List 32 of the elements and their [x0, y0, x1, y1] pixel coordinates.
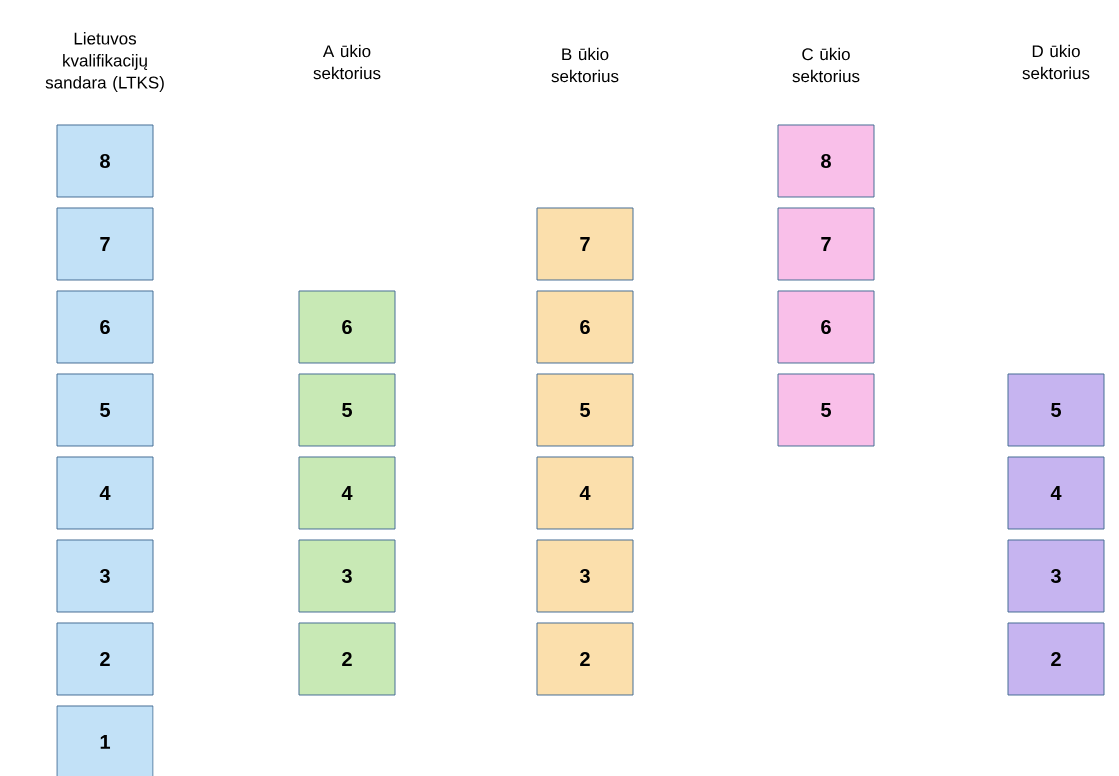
level-box: 5 [777, 373, 875, 447]
level-box: 7 [536, 207, 634, 281]
level-box: 5 [1007, 373, 1105, 447]
level-box: 6 [298, 290, 396, 364]
level-box: 6 [56, 290, 154, 364]
level-box: 8 [777, 124, 875, 198]
level-box: 6 [536, 290, 634, 364]
level-box: 6 [777, 290, 875, 364]
level-box: 1 [56, 705, 154, 776]
column-heading: A ūkio sektorius [313, 44, 381, 80]
level-box: 2 [1007, 622, 1105, 696]
level-box: 2 [536, 622, 634, 696]
level-box: 5 [56, 373, 154, 447]
level-box: 2 [298, 622, 396, 696]
level-box: 8 [56, 124, 154, 198]
level-box: 3 [536, 539, 634, 613]
level-box: 7 [777, 207, 875, 281]
level-box: 5 [536, 373, 634, 447]
column-heading: B ūkio sektorius [551, 47, 619, 83]
level-box: 3 [56, 539, 154, 613]
level-box: 4 [298, 456, 396, 530]
column-heading: D ūkio sektorius [1022, 44, 1090, 80]
column-heading: Lietuvos kvalifikacijų sandara (LTKS) [45, 32, 164, 92]
level-box: 5 [298, 373, 396, 447]
level-box: 4 [56, 456, 154, 530]
level-box: 4 [1007, 456, 1105, 530]
level-box: 7 [56, 207, 154, 281]
column-heading: C ūkio sektorius [792, 47, 860, 83]
level-box: 2 [56, 622, 154, 696]
level-box: 4 [536, 456, 634, 530]
level-box: 3 [1007, 539, 1105, 613]
level-box: 3 [298, 539, 396, 613]
